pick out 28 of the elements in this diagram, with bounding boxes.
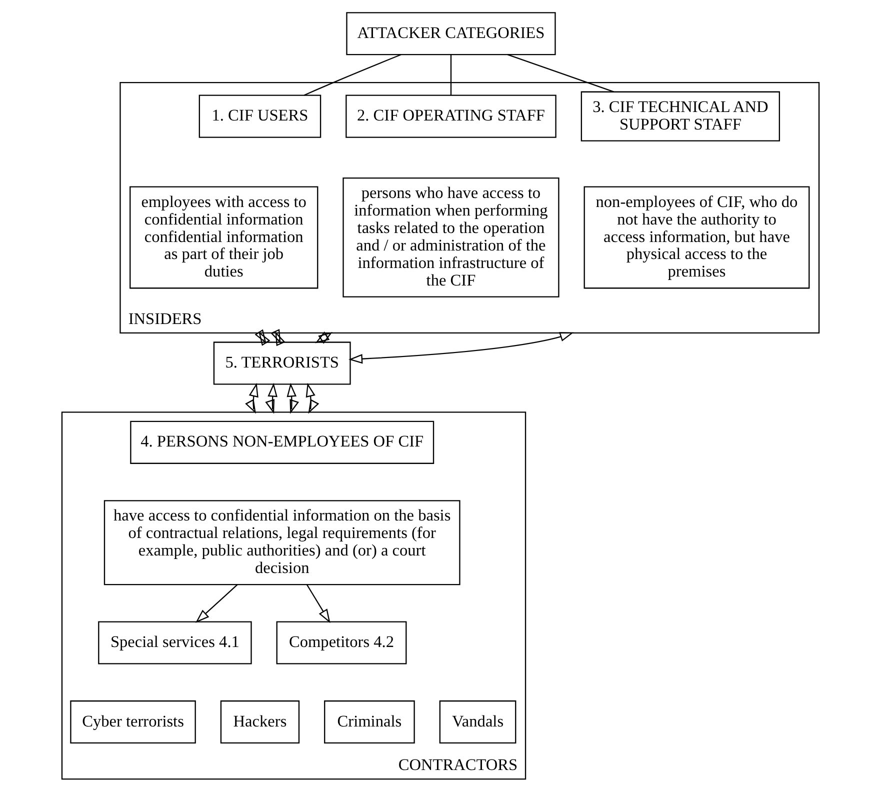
arrow [314, 332, 332, 344]
arrow [244, 382, 258, 414]
node-box: Cyber terrorists [70, 700, 196, 744]
node-box: have access to confidential information on the basis of contractual relations, legal requirements (for example, public authorities) and (or) a court decision [103, 500, 460, 586]
connector [450, 54, 452, 95]
arrow [305, 382, 319, 414]
node-box: Vandals [438, 700, 516, 744]
arrow [264, 382, 277, 414]
node-box: Hackers [220, 700, 300, 744]
node-box: persons who have access to information when performing tasks related to the operation and / or administration of the information infrastructure of the CIF [342, 177, 559, 298]
node-box: employees with access to confidential information confidential information as part of their job duties [129, 186, 318, 289]
node-box: Special services 4.1 [98, 621, 252, 664]
arrow [195, 584, 238, 623]
node-box: 3. CIF TECHNICAL AND SUPPORT STAFF [580, 91, 780, 142]
arrow [254, 329, 270, 346]
node-box: Competitors 4.2 [276, 621, 406, 664]
node-box: 2. CIF OPERATING STAFF [345, 94, 556, 138]
node-box: 5. TERRORISTS [212, 342, 350, 385]
arrow [348, 332, 574, 364]
node-box: 1. CIF USERS [198, 94, 321, 138]
node-box: 4. PERSONS NON-EMPLOYEES OF CIF [130, 420, 434, 464]
node-box: Criminals [324, 700, 414, 744]
arrow [270, 329, 285, 346]
arrow [306, 584, 330, 624]
node-box: ATTACKER CATEGORIES [346, 12, 556, 56]
arrow [286, 382, 299, 414]
node-box: non-employees of CIF, who do not have the authority to access information, but have physical access to the premises [583, 186, 810, 289]
connector [507, 54, 614, 92]
